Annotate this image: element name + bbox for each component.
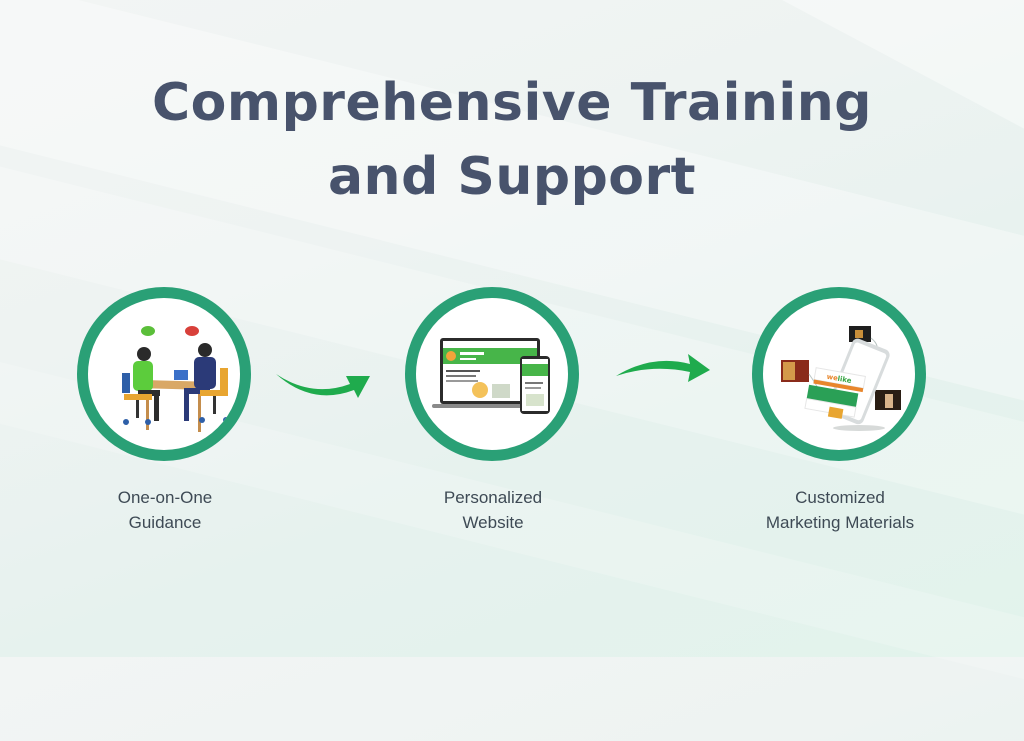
step-personalized-website: Personalized Website: [405, 287, 581, 532]
step-one-on-one-guidance: One-on-One Guidance: [77, 287, 253, 532]
step-label: Customized Marketing Materials: [765, 488, 915, 532]
svg-text:like: like: [837, 375, 852, 385]
page-title: Comprehensive Training and Support: [0, 66, 1024, 214]
arrow-right-icon: [276, 374, 370, 398]
meeting-illustration-icon: [122, 326, 229, 432]
step-label: One-on-One Guidance: [117, 488, 213, 532]
step-circle: [77, 287, 251, 461]
title-line-1: Comprehensive Training: [152, 73, 872, 133]
phone-marketing-illustration-icon: we like: [781, 326, 901, 431]
arrow-right-icon: [616, 354, 710, 382]
step-customized-marketing-materials: we like Customized Marketing Materials: [752, 287, 928, 532]
svg-text:we: we: [826, 373, 839, 383]
step-label: Personalized Website: [443, 488, 543, 532]
step-circle: [405, 287, 579, 461]
step-circle: we like: [752, 287, 926, 461]
laptop-website-illustration-icon: [432, 338, 550, 414]
title-line-2: and Support: [327, 147, 697, 207]
